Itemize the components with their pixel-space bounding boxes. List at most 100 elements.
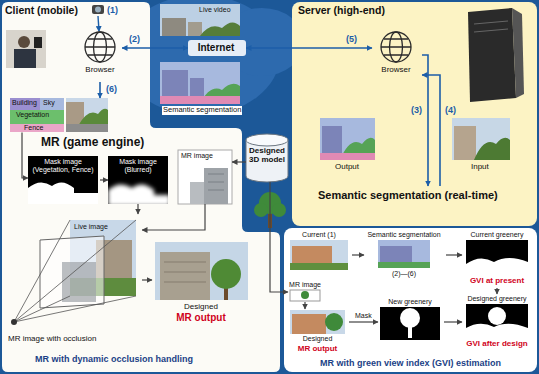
photo-image: Current (1) [288,230,352,271]
mask-shape [400,308,420,328]
globe-icon [381,32,411,62]
photo-body [14,49,36,68]
mask-ground [28,156,98,204]
vegetation [474,138,510,160]
edge-label: Mask [354,312,373,320]
callout-number: (4) [444,105,457,115]
building [292,314,326,334]
building [454,126,476,160]
step-title: Semantic segmentation (real-time) [318,189,498,202]
building [190,182,204,204]
output-image: DesignedMR output [152,242,252,328]
client-segmentation-image [10,98,64,132]
segmentation-image: Building SkyVegetationFence [10,98,108,133]
panel-title: Client (mobile) [5,4,78,16]
viewpoint [11,319,17,325]
image-caption: Live video [198,6,232,14]
vegetation [10,110,64,124]
sky [290,310,345,334]
image-caption: Mask image (Vegetation, Fence) [28,158,98,174]
connector-arrow [444,321,462,322]
mr-image-picture [178,150,232,204]
building [204,168,228,204]
callout-number: (1) [106,5,119,15]
browser-globe: Browser [80,30,122,82]
photo-head [18,36,30,48]
vegetation [290,263,348,270]
cylinder-top [246,134,288,146]
class-label: Fence [24,124,43,132]
segmentation-video-image [160,62,240,104]
image-frame [178,150,232,204]
class-label: Sky [43,99,55,107]
mask-shape [466,258,528,274]
vegetation [78,109,108,126]
building [160,252,210,300]
greenery-mask: New greenery [378,297,444,341]
user-photo [6,30,46,68]
output-image: DesignedMR output [288,309,349,355]
mask-shape [488,307,506,325]
server-panel-shape [292,2,537,226]
mask-ground [466,240,528,274]
image-caption: Live image [74,223,108,231]
tree-crown [254,203,268,217]
tower-front [468,8,516,102]
section-title: MR (game engine) [40,136,145,150]
client-panel-shape [2,2,280,372]
sky [160,4,240,36]
gvi-designed-photo [290,310,345,334]
mask-shape [466,324,528,337]
cloud-label: Internet [188,42,244,54]
sky [320,118,375,160]
connector-arrow [137,204,138,214]
image-caption: GVI at present [462,276,532,285]
connector-arrow [349,321,378,322]
building [188,22,202,36]
mask-image: Mask image (Blurred) [108,156,170,204]
gvi-segmentation [378,240,430,268]
fence [66,124,108,132]
mask-shape [408,326,412,338]
mask-ground [466,304,528,337]
image-caption: Output [334,162,360,171]
callout-number: (2) [128,34,141,44]
tree-crown [272,203,286,217]
globe-parallels [381,39,411,55]
browser-label: Browser [80,65,120,74]
windows [208,174,224,190]
connector-arrow [446,254,462,255]
building [162,18,186,36]
model-cylinder: Designed 3D model [246,134,290,182]
gvi-mr-image [290,290,320,301]
occlusion-frustum-picture [11,220,136,325]
vegetation [200,22,240,36]
designed-output-picture [155,242,248,300]
mr-image: MR image [288,281,324,302]
tree-crown [301,291,309,299]
camera-body [92,5,104,14]
greenery-mask: Current greeneryGVI at present [462,230,534,288]
image-caption: New greenery [378,298,442,306]
camera-icon [92,5,104,14]
connector-arrow [232,161,246,162]
sky [290,240,348,270]
image-frame [290,290,320,301]
callout-number: (6) [105,84,118,94]
class-label: Building [12,99,37,107]
section-title: MR with dynamic occlusion handling [34,354,194,364]
mr-plane [40,236,104,308]
designed-greenery-mask [466,304,528,337]
image-caption: Semantic segmentation [364,231,444,239]
connector-arrow [142,279,152,280]
class-label: Vegetation [16,111,49,119]
live-video-image [160,4,240,36]
image-caption: GVI after design [462,339,532,348]
tower-slots [474,21,508,32]
connector-arrow [122,47,188,49]
mask-ground [380,307,440,340]
blurred-mask [108,184,168,204]
